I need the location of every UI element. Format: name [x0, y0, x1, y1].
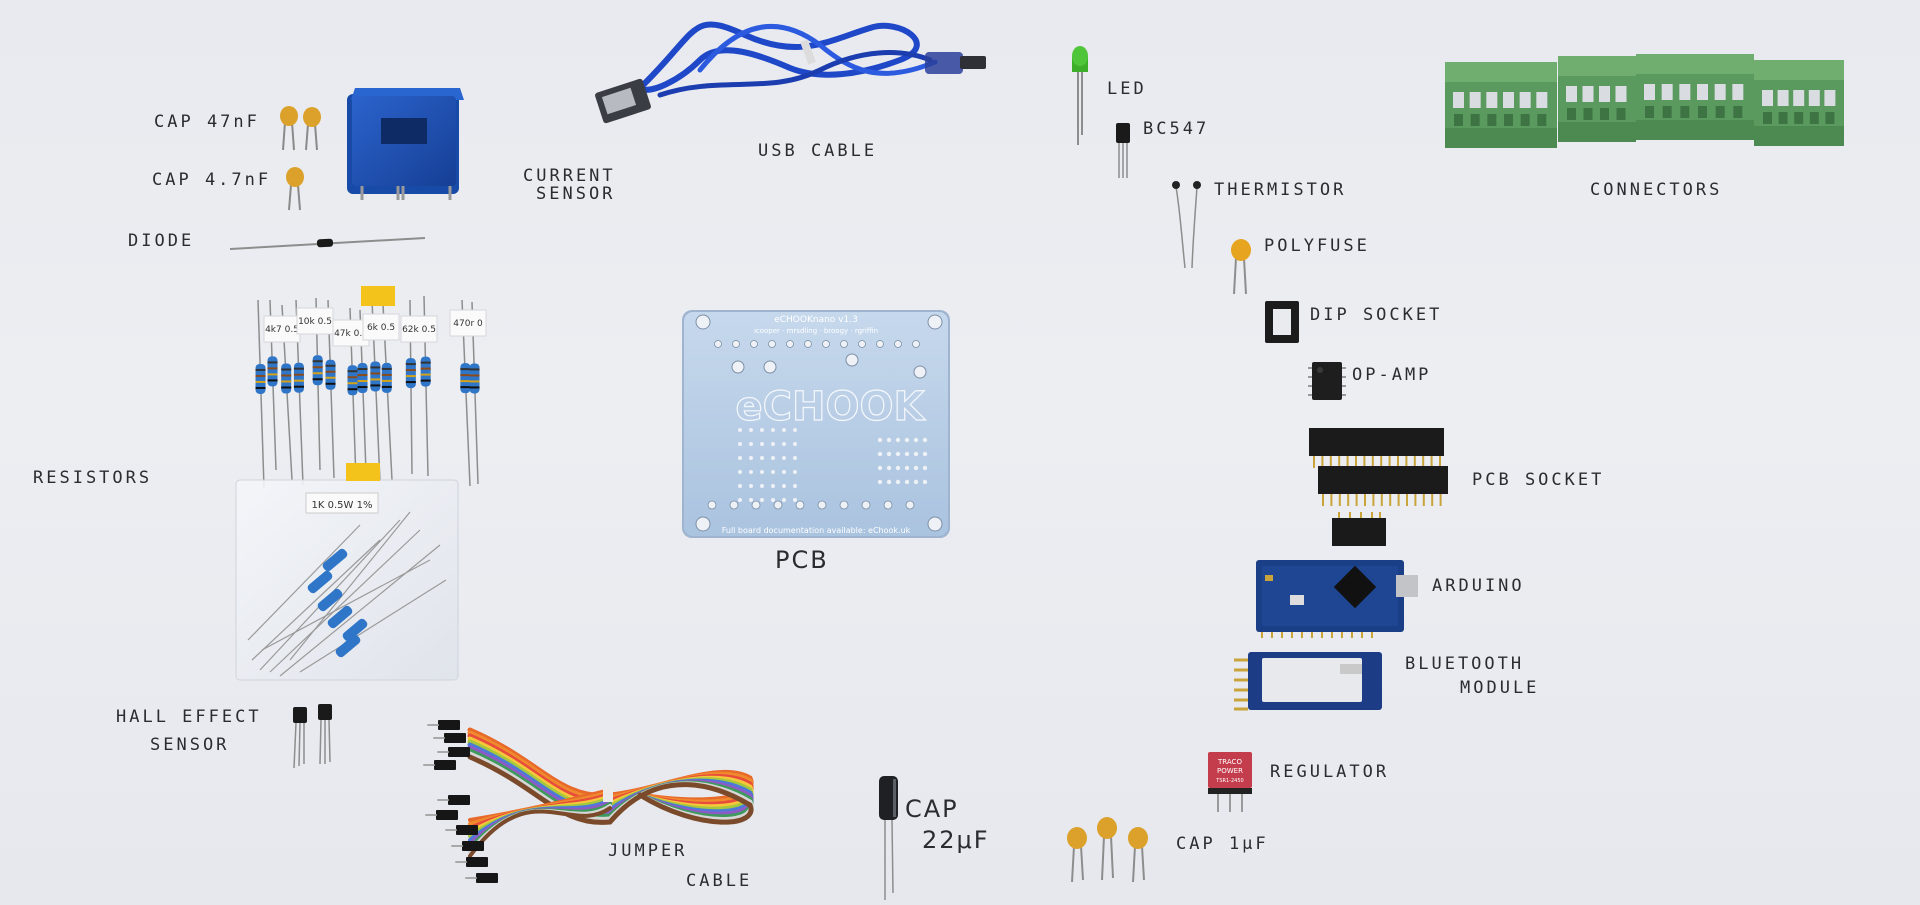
label-diode: DIODE	[128, 231, 195, 251]
label-led: LED	[1107, 79, 1147, 99]
op-amp-chip	[1308, 362, 1346, 400]
cap-1uf-triple	[1067, 817, 1148, 883]
label-cap-1uf: CAP 1μF	[1176, 834, 1269, 854]
jumper-cables	[423, 720, 754, 883]
bluetooth-module	[1234, 652, 1382, 711]
label-dip-socket: DIP SOCKET	[1310, 305, 1443, 325]
label-jumper-line2: CABLE	[686, 871, 753, 891]
svg-text:4k7 0.5: 4k7 0.5	[265, 325, 299, 335]
svg-text:eCHOOK: eCHOOK	[736, 384, 927, 430]
bc547-transistor	[1116, 123, 1130, 178]
label-cap-47nf: CAP 47nF	[154, 112, 260, 132]
svg-text:TRACO: TRACO	[1217, 758, 1242, 766]
label-regulator: REGULATOR	[1270, 762, 1390, 782]
label-arduino: ARDUINO	[1432, 576, 1525, 596]
label-op-amp: OP-AMP	[1352, 365, 1432, 385]
cap-4-7nf	[286, 167, 304, 211]
thermistor	[1172, 181, 1201, 269]
label-bluetooth-line1: BLUETOOTH	[1405, 654, 1525, 674]
svg-text:470r 0: 470r 0	[453, 319, 483, 329]
svg-text:POWER: POWER	[1217, 767, 1243, 775]
svg-text:47k 0.5: 47k 0.5	[334, 329, 368, 339]
voltage-regulator: TRACO POWER TSR1-2450	[1208, 752, 1252, 812]
label-connectors: CONNECTORS	[1590, 180, 1723, 200]
label-resistors: RESISTORS	[33, 468, 153, 488]
arduino-header-pins	[1332, 512, 1386, 546]
svg-text:TSR1-2450: TSR1-2450	[1215, 778, 1243, 784]
label-jumper-line1: JUMPER	[608, 841, 688, 861]
svg-text:10k 0.5: 10k 0.5	[298, 317, 332, 327]
label-pcb-socket: PCB SOCKET	[1472, 470, 1605, 490]
label-current-sensor-line1: CURRENT	[523, 166, 616, 186]
svg-text:6k 0.5: 6k 0.5	[367, 323, 395, 333]
dip-socket	[1265, 301, 1299, 343]
label-usb-cable: USB CABLE	[758, 141, 878, 161]
label-pcb: PCB	[775, 546, 829, 574]
cap-22uf-electrolytic	[879, 776, 898, 900]
label-polyfuse: POLYFUSE	[1264, 236, 1370, 256]
label-hall-effect-line2: SENSOR	[150, 735, 230, 755]
label-cap-22uf-line1: CAP	[905, 795, 959, 823]
svg-text:Full board documentation avail: Full board documentation available: eCho…	[722, 526, 911, 535]
hall-effect-sensors	[293, 704, 332, 769]
svg-text:62k 0.5: 62k 0.5	[402, 325, 436, 335]
label-current-sensor-line2: SENSOR	[536, 184, 616, 204]
current-sensor	[347, 88, 464, 200]
label-cap-22uf-line2: 22μF	[922, 826, 990, 854]
svg-text:1K 0.5W 1%: 1K 0.5W 1%	[312, 500, 373, 511]
resistor-bag: 1K 0.5W 1%	[235, 463, 459, 681]
svg-text:icooper · mrsdling · broogy ·: icooper · mrsdling · broogy · rgriffin	[754, 327, 878, 335]
arduino-nano	[1256, 560, 1418, 638]
terminal-connectors	[1445, 54, 1844, 148]
label-hall-effect-line1: HALL EFFECT	[116, 707, 262, 727]
pcb-socket-headers	[1309, 428, 1448, 506]
usb-cable	[595, 21, 986, 124]
label-bluetooth-line2: MODULE	[1460, 678, 1540, 698]
label-thermistor: THERMISTOR	[1214, 180, 1347, 200]
label-cap-4-7nf: CAP 4.7nF	[152, 170, 272, 190]
led	[1072, 46, 1088, 145]
diode	[229, 237, 426, 250]
cap-47nf-pair	[280, 106, 321, 151]
echook-pcb: eCHOOKnano v1.3 icooper · mrsdling · bro…	[682, 310, 950, 538]
label-bc547: BC547	[1143, 119, 1210, 139]
polyfuse	[1231, 239, 1251, 295]
svg-text:eCHOOKnano v1.3: eCHOOKnano v1.3	[774, 315, 858, 325]
